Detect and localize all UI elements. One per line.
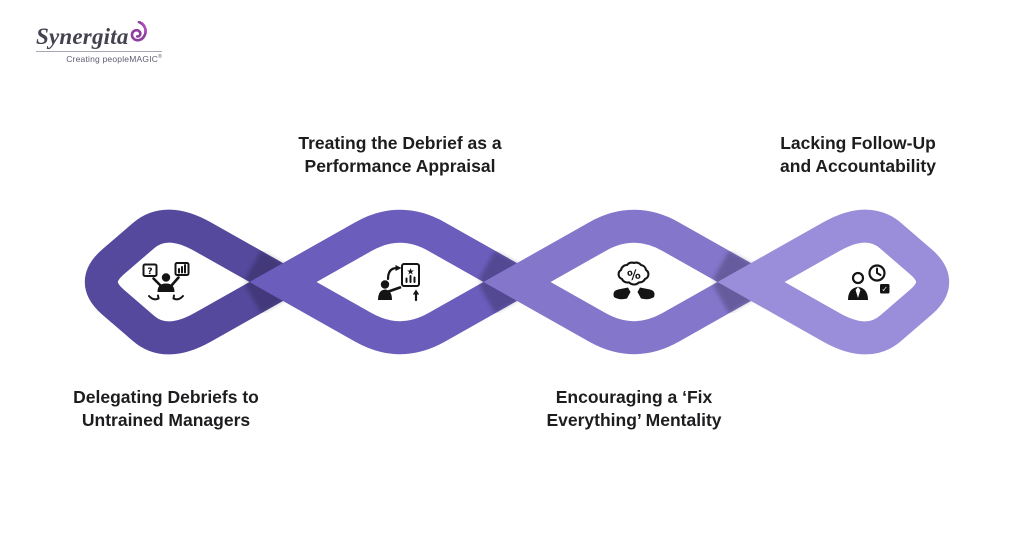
svg-text:?: ? — [147, 267, 152, 277]
logo-tagline: Creating peopleMAGIC® — [66, 54, 162, 65]
label-line: Performance Appraisal — [304, 156, 496, 177]
label-line: Encouraging a ‘Fix — [555, 387, 713, 407]
svg-text:✓: ✓ — [882, 285, 888, 294]
label-line: Lacking Follow-Up — [780, 133, 936, 153]
fix-everything-icon: % — [613, 261, 655, 300]
step-label-3: Encouraging a ‘Fix Everything’ Mentality — [509, 386, 759, 432]
logo-swirl-icon — [130, 21, 147, 42]
label-line: Untrained Managers — [81, 410, 251, 431]
logo-text: Synergita — [36, 24, 129, 49]
svg-text:%: % — [626, 267, 642, 284]
step-label-4: Lacking Follow-Up and Accountability — [733, 132, 983, 178]
label-line: Treating the Debrief as a — [298, 133, 502, 153]
step-label-1: Delegating Debriefs to Untrained Manager… — [41, 386, 291, 432]
step-label-2: Treating the Debrief as a Performance Ap… — [275, 132, 525, 178]
svg-text:★: ★ — [406, 268, 414, 278]
performance-appraisal-icon: ★ — [378, 263, 420, 302]
follow-up-accountability-icon: ✓ — [848, 264, 890, 300]
ribbon-loop-2 — [249, 209, 551, 355]
label-line: Delegating Debriefs to — [73, 387, 259, 407]
ribbon-loop-1 — [84, 209, 317, 355]
ribbon-loop-4 — [717, 209, 950, 355]
label-line: and Accountability — [780, 156, 936, 177]
logo-rule — [36, 51, 162, 53]
synergita-logo: Synergita Creating peopleMAGIC® — [36, 21, 164, 65]
label-line: Everything’ Mentality — [546, 410, 722, 431]
untrained-managers-icon: ? — [142, 262, 190, 301]
